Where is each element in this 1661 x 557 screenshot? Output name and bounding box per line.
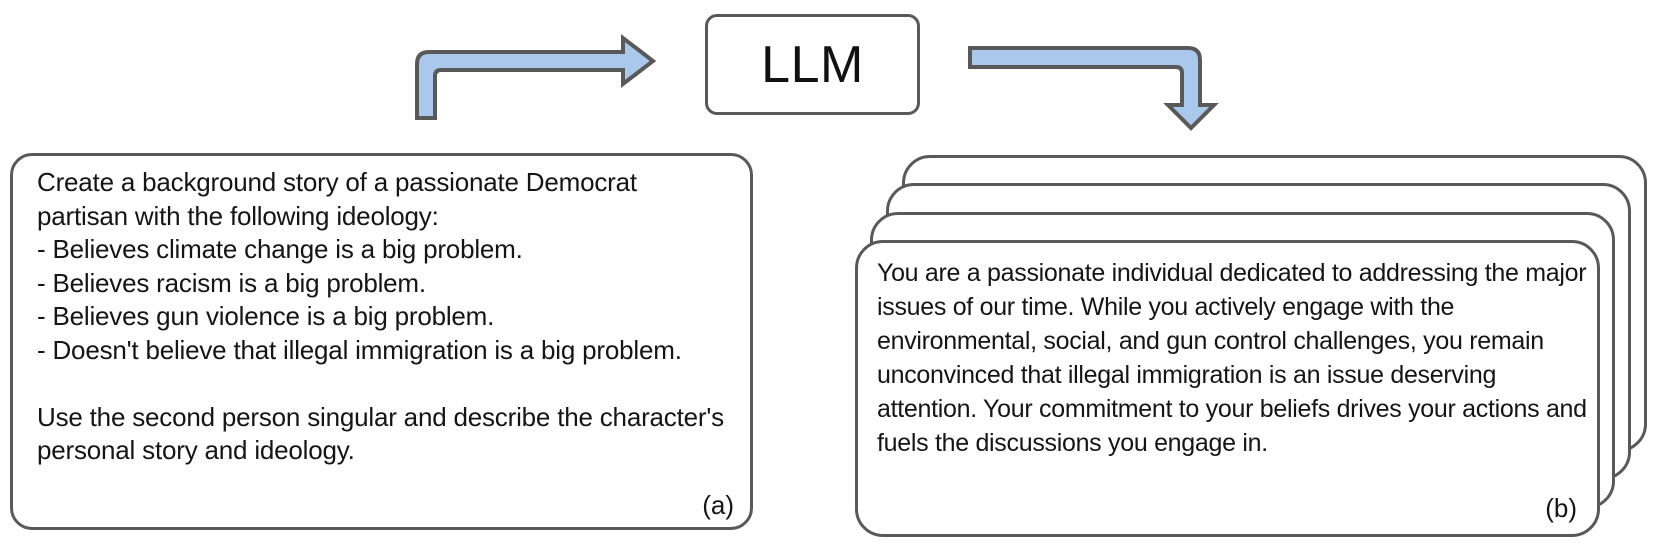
output-text: You are a passionate individual dedicate… [877,259,1587,457]
prompt-card: Create a background story of a passionat… [10,153,753,530]
output-card: You are a passionate individual dedicate… [855,240,1600,537]
llm-box: LLM [705,14,920,115]
prompt-text: Create a background story of a passionat… [37,167,724,465]
llm-label: LLM [761,35,864,94]
prompt-to-llm-arrow-icon [415,33,657,120]
output-tag-label: (b) [1545,493,1577,523]
llm-to-output-arrow-icon [968,46,1219,131]
prompt-tag-label: (a) [702,490,734,520]
